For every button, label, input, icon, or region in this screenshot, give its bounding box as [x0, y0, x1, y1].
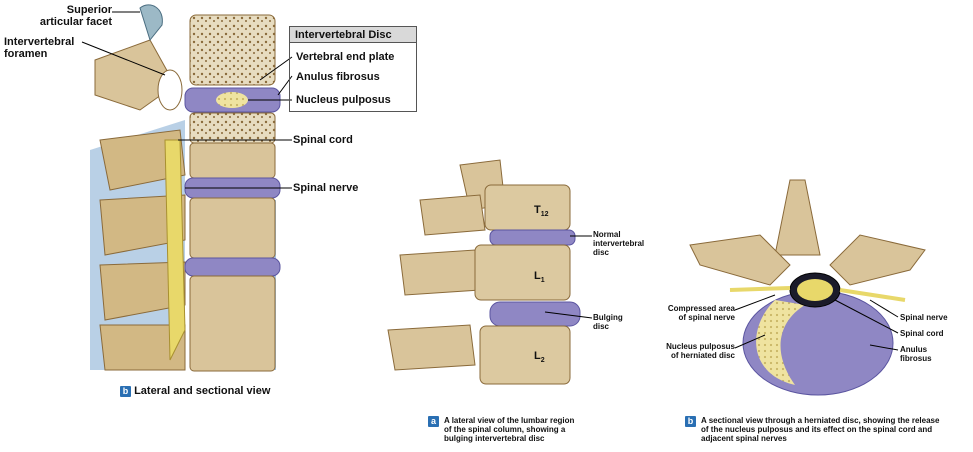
label-nucleus-pulposus: Nucleus pulposus: [296, 94, 391, 106]
spinal-cord-cross-section: [797, 279, 833, 301]
label-anulus-line2: fibrosus: [900, 354, 932, 363]
spinous-process: [774, 179, 821, 256]
label-compressed-line1: Compressed area: [667, 304, 735, 313]
middle-leader-lines: [544, 235, 593, 319]
label-right-spinal-nerve: Spinal nerve: [900, 313, 948, 322]
spinal-nerve-right: [839, 288, 906, 302]
t12-body: [484, 184, 571, 231]
vertebral-body-middle-outer: [189, 142, 276, 179]
label-right-spinal-cord: Spinal cord: [900, 329, 944, 338]
caption-a-line1: A lateral view of the lumbar region: [444, 416, 575, 425]
label-spinal-cord: Spinal cord: [293, 134, 353, 146]
label-foramen-line1: Intervertebral: [4, 36, 75, 48]
label-l2-letter: L: [534, 350, 541, 362]
herniated-nucleus-shape: [756, 300, 805, 385]
caption-b-right-text: A sectional view through a herniated dis…: [701, 416, 971, 443]
superior-process: [94, 39, 176, 111]
spinal-nerve-root: [164, 139, 186, 361]
label-compressed-line2: of spinal nerve: [678, 313, 735, 322]
label-nucleus-h-line1: Nucleus pulposus: [666, 342, 735, 351]
label-bulging-disc: Bulging disc: [593, 313, 623, 331]
label-superior-articular-facet: Superior articular facet: [32, 4, 112, 28]
process-4: [99, 324, 186, 371]
badge-b-right: b: [685, 416, 696, 427]
intervertebral-disc-box: [289, 42, 417, 112]
vertebral-body-top: [189, 14, 276, 86]
right-leader-lines: [734, 294, 899, 351]
label-bulging-line2: disc: [593, 322, 610, 331]
label-intervertebral-foramen: Intervertebral foramen: [4, 36, 74, 60]
vertebral-body-lower: [189, 197, 276, 259]
label-t12-sub: 12: [540, 211, 549, 219]
nucleus-pulposus-shape: [216, 92, 248, 108]
caption-b-line2: of the nucleus pulposus and its effect o…: [701, 425, 933, 434]
label-normal-disc: Normal intervertebral disc: [593, 230, 644, 257]
lateral-sectional-illustration: [90, 4, 281, 372]
label-nucleus-herniated: Nucleus pulposus of herniated disc: [655, 342, 735, 360]
badge-a: a: [428, 416, 439, 427]
l1-transverse: [399, 249, 481, 296]
label-l2-sub: 2: [540, 357, 545, 365]
label-normal-line2: intervertebral: [593, 239, 645, 248]
herniated-disc-illustration: [689, 179, 926, 396]
caption-a-text: A lateral view of the lumbar region of t…: [444, 416, 624, 443]
lumbar-lateral-illustration: [387, 159, 581, 385]
vertebral-body-middle: [189, 112, 276, 144]
left-leader-lines: [81, 11, 293, 189]
label-normal-line3: disc: [593, 248, 610, 257]
label-vertebral-end-plate: Vertebral end plate: [296, 51, 395, 63]
label-anulus-fibrosus: Anulus fibrosus: [296, 71, 380, 83]
spinal-nerve-left: [729, 286, 791, 292]
intervertebral-foramen-shape: [157, 69, 183, 111]
process-3: [99, 261, 186, 321]
transverse-process-right: [829, 234, 926, 286]
transverse-process-left: [689, 234, 791, 286]
label-l2: L2: [534, 350, 545, 367]
caption-a-line3: bulging intervertebral disc: [444, 434, 545, 443]
label-compressed-area: Compressed area of spinal nerve: [655, 304, 735, 322]
normal-disc-shape: [489, 229, 576, 246]
l2-transverse: [387, 324, 476, 371]
label-normal-line1: Normal: [593, 230, 621, 239]
label-foramen-line2: foramen: [4, 48, 48, 60]
caption-b-line1: A sectional view through a herniated dis…: [701, 416, 940, 425]
intervertebral-disc-bottom: [184, 257, 281, 277]
label-t12-letter: T: [534, 204, 541, 216]
intervertebral-disc-box-title: Intervertebral Disc: [289, 26, 417, 43]
articular-facet-cap: [139, 4, 163, 42]
caption-lateral-text: Lateral and sectional view: [134, 385, 271, 397]
label-l1: L1: [534, 270, 545, 287]
label-l1-sub: 1: [540, 277, 545, 285]
caption-lateral-sectional: b Lateral and sectional view: [120, 385, 270, 397]
t12-transverse: [419, 194, 486, 236]
label-superior-line1: Superior: [66, 4, 112, 16]
caption-b-line3: adjacent spinal nerves: [701, 434, 787, 443]
label-t12: T12: [534, 204, 549, 221]
label-bulging-line1: Bulging: [593, 313, 623, 322]
label-l1-letter: L: [534, 270, 541, 282]
label-nucleus-h-line2: of herniated disc: [670, 351, 735, 360]
label-superior-line2: articular facet: [39, 16, 112, 28]
label-right-anulus-fibrosus: Anulus fibrosus: [900, 345, 932, 363]
process-2: [99, 194, 186, 256]
vertebral-body-bottom: [189, 275, 276, 372]
badge-b-left: b: [120, 385, 131, 397]
l1-body: [474, 244, 571, 301]
bulging-disc-shape: [489, 301, 581, 327]
label-spinal-nerve: Spinal nerve: [293, 182, 359, 194]
l2-body: [479, 325, 571, 385]
label-anulus-line1: Anulus: [900, 345, 928, 354]
process-1: [99, 129, 186, 191]
caption-a-line2: of the spinal column, showing a: [444, 425, 566, 434]
